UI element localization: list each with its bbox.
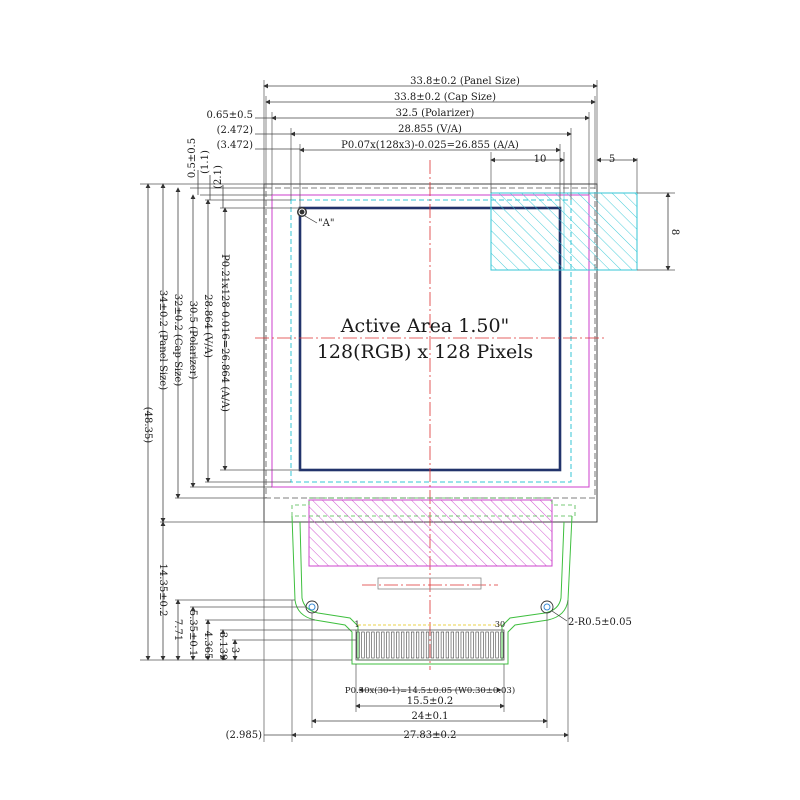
dim-hatch-height: 8 [669, 229, 680, 235]
dim-tail-b: 7.71 [172, 619, 183, 641]
dim-offset-b: (1.1) [200, 150, 211, 174]
contact-pin [480, 631, 484, 659]
dim-polarizer-height: 30.5 (Polarizer) [187, 301, 198, 380]
contact-pin [460, 631, 464, 659]
contact-pin [371, 631, 375, 659]
dim-va-width: 28.855 (V/A) [398, 124, 462, 135]
right-hole [540, 600, 554, 614]
contact-pin [396, 631, 400, 659]
dim-aa-height: P0.21x128-0.016=26.864 (A/A) [219, 254, 230, 412]
contact-pin [435, 631, 440, 659]
dim-left-offset: (2.985) [226, 730, 263, 741]
dim-hatch-width: 10 [534, 154, 547, 165]
active-area-resolution: 128(RGB) x 128 Pixels [317, 341, 533, 363]
dim-va-height: 28.864 (V/A) [202, 294, 213, 358]
contact-pin [455, 631, 459, 659]
dim-tail-width: 27.83±0.2 [404, 730, 457, 741]
contact-pin [495, 631, 499, 659]
contact-pin [381, 631, 385, 659]
center-lines [255, 160, 605, 670]
dim-offset-a: 0.5±0.5 [187, 138, 198, 178]
dim-contact-width: 15.5±0.2 [407, 696, 454, 707]
active-area-title: Active Area 1.50" [340, 315, 510, 337]
contact-pin [450, 631, 454, 659]
pin-a-label: "A" [318, 218, 334, 229]
dim-panel-width: 33.8±0.2 (Panel Size) [410, 76, 520, 87]
contact-pin [420, 631, 425, 659]
contact-pin [386, 631, 390, 659]
contact-pin [490, 631, 494, 659]
bottom-dimensions: P0.50x(30-1)=14.5±0.05 (W0.30±0.03) 15.5… [226, 522, 569, 742]
contact-pin [401, 631, 405, 659]
dim-left-offset-2: (2.472) [217, 125, 254, 136]
contact-pin [465, 631, 469, 659]
stiffener-outline [377, 577, 482, 590]
fpc-outer-outline [291, 515, 573, 665]
dim-tail-d: 4.365 [202, 631, 213, 660]
dim-tail-c: 5.35±0.1 [187, 610, 198, 657]
contact-pin [475, 631, 479, 659]
contact-pin [445, 631, 449, 659]
panel-ledge [291, 497, 576, 567]
fpc-contacts: 1 30 [354, 620, 505, 661]
left-dimensions: 0.5±0.5 (1.1) (2.1) P0.21x128-0.016=26.8… [140, 138, 356, 661]
top-dimensions: 33.8±0.2 (Panel Size) 33.8±0.2 (Cap Size… [206, 76, 680, 271]
pin-a-marker: "A" [297, 207, 334, 229]
contact-pin [406, 631, 410, 659]
ic-hatched-region [308, 499, 553, 567]
contact-pins [356, 631, 504, 659]
dim-hole-span: 24±0.1 [411, 711, 448, 722]
contact-pin [500, 631, 504, 659]
dim-aa-width: P0.07x(128x3)-0.025=26.855 (A/A) [341, 140, 519, 151]
cyan-inner-region [490, 192, 565, 271]
dim-cap-width: 33.8±0.2 (Cap Size) [394, 92, 496, 103]
contact-pin [361, 631, 365, 659]
contact-pin [425, 631, 430, 659]
corner-radius-label: 2-R0.5±0.05 [568, 617, 632, 628]
viewing-area-outline [290, 199, 572, 483]
contact-pin [411, 631, 415, 659]
contact-pin [391, 631, 395, 659]
contact-pin [485, 631, 489, 659]
dim-pin-pitch: P0.50x(30-1)=14.5±0.05 (W0.30±0.03) [345, 685, 515, 696]
dim-cap-height: 32±0.2 (Cap Size) [172, 294, 183, 387]
dim-left-offset-3: (3.472) [217, 140, 254, 151]
dim-polarizer-width: 32.5 (Polarizer) [396, 108, 475, 119]
dim-panel-height: 34±0.2 (Panel Size) [157, 290, 168, 390]
contact-pin [415, 631, 420, 659]
contact-pin [356, 631, 360, 659]
dim-left-offset-1: 0.65±0.5 [206, 110, 253, 121]
contact-pin [366, 631, 370, 659]
polarizer-outline [271, 194, 590, 488]
pin-last-label: 30 [495, 620, 505, 629]
dim-tail-f: 3 [229, 647, 240, 653]
dim-overall-height: (48.35) [142, 407, 153, 444]
pin-first-label: 1 [354, 620, 359, 629]
contact-pin [430, 631, 435, 659]
dim-offset-c: (2.1) [213, 165, 224, 189]
dim-tail-e: 3.139 [217, 632, 228, 661]
contact-pin [440, 631, 445, 659]
dim-hatch-gap: 5 [609, 154, 615, 165]
ledge-dashed-outline [291, 497, 576, 517]
dim-tail-height: 14.35±0.2 [157, 564, 168, 617]
contact-pin [376, 631, 380, 659]
contact-pin [470, 631, 474, 659]
